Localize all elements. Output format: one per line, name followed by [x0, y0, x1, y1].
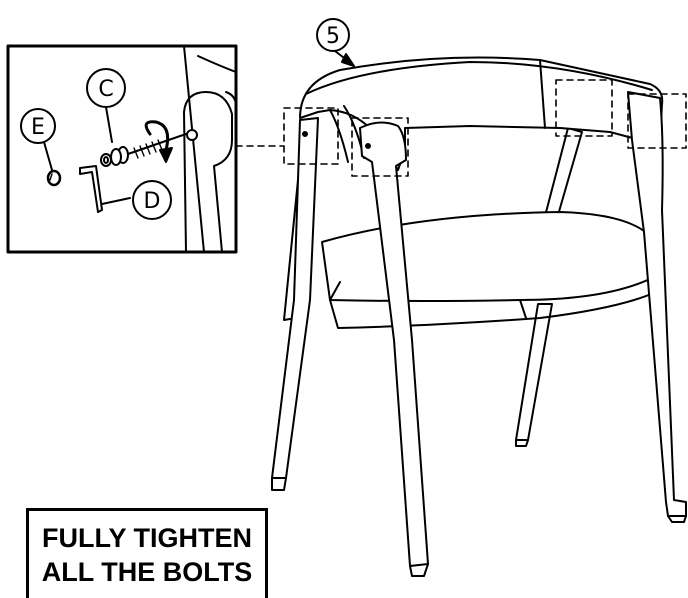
chair-rear-right-leg — [543, 127, 583, 223]
part-e-label: E — [31, 115, 45, 140]
callout-circle-d — [132, 180, 172, 220]
callout-circle-e — [20, 108, 56, 144]
instruction-box: FULLY TIGHTEN ALL THE BOLTS — [26, 508, 268, 598]
washer-icon — [100, 146, 129, 167]
chair — [271, 56, 687, 577]
instruction-line-2: ALL THE BOLTS — [41, 556, 253, 587]
bolt-location-rear-right — [555, 79, 613, 137]
part-d-label: D — [144, 189, 161, 214]
rotation-arrow-icon — [144, 120, 173, 163]
bolt-location-rear-left — [283, 107, 339, 165]
chair-backrest — [299, 56, 664, 171]
bolt-icon — [127, 133, 187, 159]
step-number-label: 5 — [326, 24, 340, 49]
chair-front-left-leg — [359, 121, 429, 567]
part-c-label: C — [98, 77, 113, 102]
chair-seat — [321, 211, 657, 302]
cap-icon — [46, 169, 62, 187]
instruction-line-1: FULLY TIGHTEN — [41, 522, 252, 553]
step-callout — [316, 18, 355, 67]
detail-inset — [6, 44, 238, 254]
chair-front-right-leg — [627, 91, 687, 517]
bolt-location-front-left — [351, 117, 409, 177]
chair-rear-leg-lower-right — [515, 303, 553, 441]
allen-key-icon — [79, 165, 131, 213]
bolt-location-markers — [235, 79, 687, 177]
chair-rear-left-leg-long — [271, 117, 319, 479]
